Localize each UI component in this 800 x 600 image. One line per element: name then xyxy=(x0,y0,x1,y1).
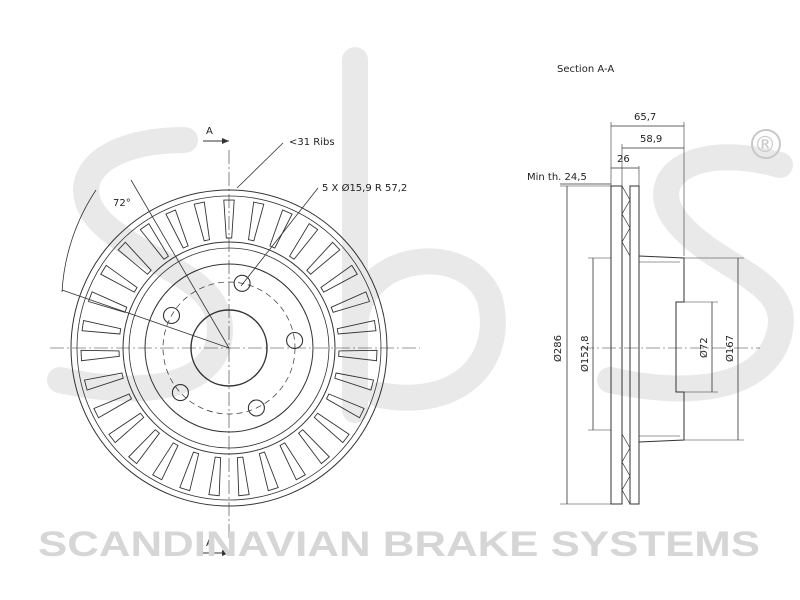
dim-hub-diameter: Ø167 xyxy=(724,335,736,362)
cooling-rib xyxy=(288,222,319,260)
cooling-rib xyxy=(334,372,375,391)
cooling-rib xyxy=(152,442,179,481)
dim-overall-width: 65,7 xyxy=(634,112,656,123)
cooling-rib xyxy=(100,264,138,293)
section-arrow-bottom-head xyxy=(222,550,229,556)
cooling-rib xyxy=(193,201,211,242)
cooling-rib xyxy=(128,429,161,465)
ribs-label: <31 Ribs xyxy=(289,137,335,148)
cooling-rib xyxy=(313,412,350,444)
front-view xyxy=(50,138,420,556)
angle-label: 72° xyxy=(113,198,131,209)
cooling-rib xyxy=(81,319,122,335)
vent-channel-bottom xyxy=(621,433,631,505)
cooling-rib xyxy=(330,291,371,313)
cooling-rib xyxy=(117,241,152,275)
cooling-rib xyxy=(247,201,265,242)
cooling-rib xyxy=(80,349,120,362)
registered-circle xyxy=(751,129,781,159)
cooling-rib xyxy=(208,456,222,497)
section-arrow-top-head xyxy=(222,138,229,144)
bolt-holes xyxy=(162,274,304,417)
bolt-hole xyxy=(247,399,265,417)
cooling-rib xyxy=(179,451,200,492)
cooling-rib xyxy=(338,349,378,362)
cooling-rib xyxy=(83,372,124,391)
angle-leg-2 xyxy=(130,179,230,349)
cooling-rib xyxy=(236,456,250,497)
vent-channel-top xyxy=(621,185,631,257)
cooling-rib xyxy=(320,264,358,293)
cooling-rib xyxy=(165,209,189,249)
hat-profile xyxy=(638,255,685,443)
ribs-leader xyxy=(236,142,284,189)
sbs-watermark xyxy=(47,47,794,423)
cooling-rib xyxy=(269,209,293,249)
dim-outer-diameter: Ø286 xyxy=(552,335,564,362)
cooling-rib xyxy=(297,429,330,465)
company-name-watermark: SCANDINAVIAN BRAKE SYSTEMS xyxy=(38,525,760,564)
angle-arc xyxy=(61,189,97,293)
bolt-pattern-label: 5 X Ø15,9 R 57,2 xyxy=(322,182,407,194)
cooling-rib xyxy=(325,393,365,419)
cooling-rib xyxy=(306,241,341,275)
dim-thickness: 26 xyxy=(617,154,630,165)
section-marker-top: A xyxy=(206,126,213,137)
cooling-rib xyxy=(108,412,145,444)
angle-leg-1 xyxy=(61,289,230,349)
section-title: Section A-A xyxy=(557,64,614,75)
dim-inner-diameter: Ø152,8 xyxy=(579,336,591,373)
friction-plate-inner xyxy=(629,185,640,505)
cooling-rib xyxy=(223,199,235,239)
bolt-hole xyxy=(171,384,189,402)
friction-plate-outer xyxy=(610,185,623,505)
cooling-rib xyxy=(336,319,377,335)
registered-mark: ® xyxy=(754,133,776,158)
cooling-rib xyxy=(93,393,133,419)
dim-center-bore: Ø72 xyxy=(698,337,710,358)
dim-hat-depth: 58,9 xyxy=(640,134,662,145)
cooling-ribs xyxy=(80,199,378,497)
bolt-hole xyxy=(233,274,251,292)
bolt-hole xyxy=(162,306,181,325)
bolt-leader xyxy=(240,187,319,287)
cooling-rib xyxy=(258,451,279,492)
min-thickness-label: Min th. 24,5 xyxy=(527,172,587,183)
section-view xyxy=(560,122,760,505)
section-marker-bottom: A xyxy=(206,538,213,549)
bolt-hole xyxy=(286,331,304,350)
cooling-rib xyxy=(279,442,306,481)
cooling-rib xyxy=(87,291,128,313)
cooling-rib xyxy=(139,222,170,260)
